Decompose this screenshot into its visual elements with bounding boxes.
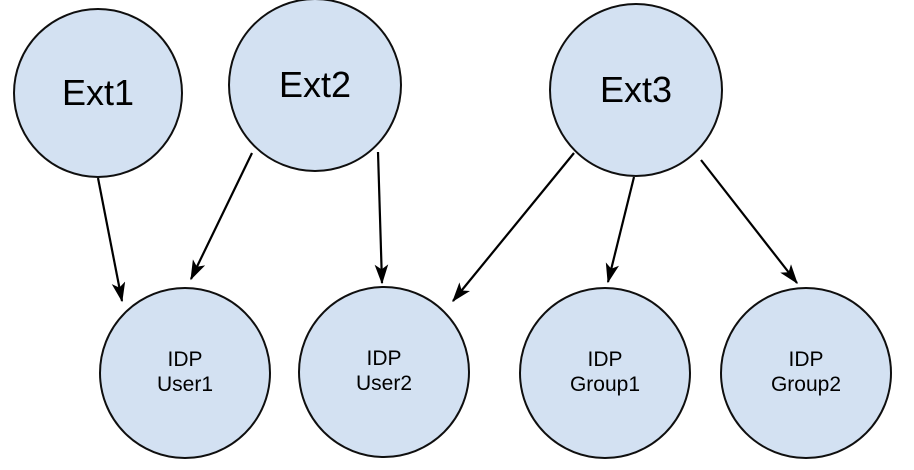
node-ext3-label-line-0: Ext3: [599, 68, 673, 110]
node-user1-label-line-1: User1: [156, 373, 214, 396]
node-group1-label-line-1: Group1: [569, 373, 641, 396]
edge-ext3-to-group2: [700, 159, 798, 285]
node-ext2-label-line-0: Ext2: [278, 63, 352, 105]
node-user1-label-line-0: IDP: [167, 348, 203, 372]
edge-ext3-to-group1: [605, 176, 636, 284]
node-user2-label-line-0: IDP: [366, 347, 402, 371]
node-ext3[interactable]: Ext3: [549, 3, 723, 177]
edge-ext2-to-user1: [190, 152, 253, 281]
edge-ext1-to-user1: [96, 177, 126, 303]
edge-ext3-to-user2: [452, 152, 575, 303]
node-ext2[interactable]: Ext2: [228, 0, 402, 172]
edge-ext2-to-user2: [374, 151, 389, 285]
node-group2-label-line-0: IDP: [788, 348, 824, 372]
node-group1-label-line-0: IDP: [587, 348, 623, 372]
node-user2-label-line-1: User2: [355, 372, 413, 395]
node-ext1-label-line-0: Ext1: [61, 71, 135, 113]
node-group2-label-line-1: Group2: [770, 373, 842, 396]
node-ext1[interactable]: Ext1: [13, 8, 183, 178]
